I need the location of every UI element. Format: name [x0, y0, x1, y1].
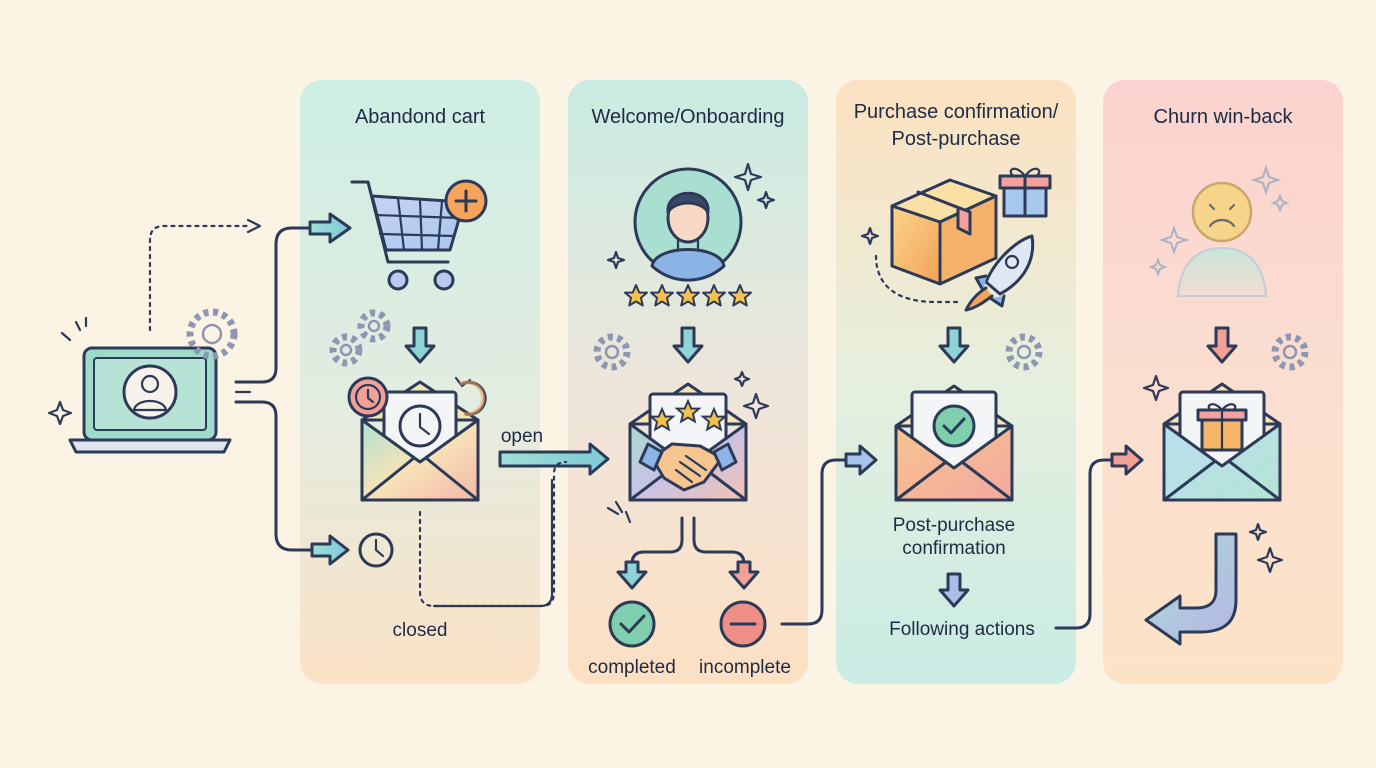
email-clock-icon: [347, 376, 487, 502]
gear-icon: [186, 308, 238, 360]
email-check-icon: [894, 384, 1014, 502]
shopping-cart-plus-icon: [350, 179, 488, 291]
sparkle-icon: [606, 370, 770, 524]
gear-icon: [329, 309, 391, 367]
down-arrow-icon: [938, 326, 970, 364]
column-churn: [1103, 80, 1343, 684]
gear-icon: [1005, 333, 1043, 371]
label-following-actions: Following actions: [889, 619, 1035, 640]
label-post-purchase-line1: Post-purchase: [893, 515, 1016, 536]
down-arrow-icon: [938, 572, 970, 608]
email-handshake-icon: [628, 382, 748, 502]
down-arrow-icon: [672, 326, 704, 364]
email-gift-icon: [1162, 382, 1282, 502]
user-avatar-icon: [633, 167, 743, 282]
label-incomplete: incomplete: [699, 657, 791, 678]
return-arrow-icon: [1144, 532, 1238, 646]
gear-icon: [1271, 333, 1309, 371]
sparkle-icon: [1148, 164, 1290, 277]
title-purchase-line1: Purchase confirmation/: [854, 101, 1059, 123]
title-abandoned-cart: Abandond cart: [355, 106, 486, 128]
label-open: open: [501, 426, 543, 447]
package-box-icon: [890, 178, 998, 286]
rocket-icon: [964, 234, 1035, 312]
sparkle-icon: [606, 162, 776, 270]
title-churn: Churn win-back: [1154, 106, 1294, 128]
small-clock-icon: [358, 532, 394, 568]
label-post-purchase-line2: confirmation: [902, 538, 1006, 559]
title-welcome: Welcome/Onboarding: [591, 106, 784, 128]
sad-face-icon: [1176, 181, 1268, 297]
gear-icon: [593, 333, 631, 371]
check-circle-icon: [608, 600, 656, 648]
sparkle-icon: [1142, 374, 1284, 574]
minus-circle-icon: [719, 600, 767, 648]
column-welcome: [568, 80, 808, 684]
gift-icon: [998, 167, 1052, 218]
laptop-user-icon: [60, 316, 232, 454]
label-closed: closed: [393, 620, 448, 641]
sparkle-icon: [47, 400, 73, 426]
label-completed: completed: [588, 657, 676, 678]
down-arrow-icon: [404, 326, 436, 364]
sparkle-icon: [860, 226, 880, 246]
down-arrow-icon: [1206, 326, 1238, 364]
five-star-rating-icon: [624, 284, 752, 307]
title-purchase-line2: Post-purchase: [892, 128, 1021, 150]
